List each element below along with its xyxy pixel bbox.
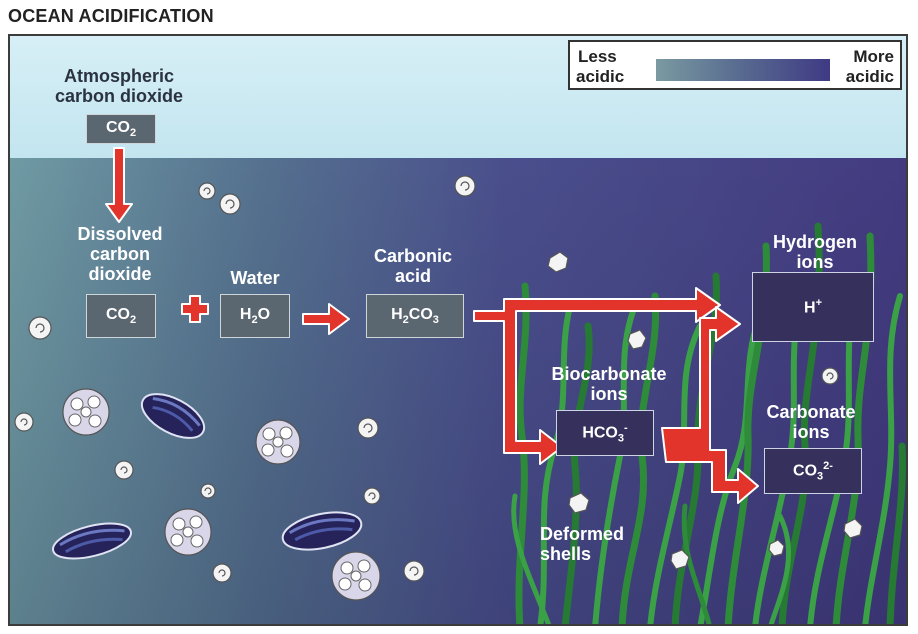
water-box: H2O [220,294,290,338]
diagram-frame: Less acidic More acidic Atmospheric carb… [8,34,908,626]
shell-icon [28,316,52,340]
deformed-shell-icon [547,251,569,273]
dissolved-label: Dissolved carbon dioxide [77,224,163,284]
acidity-legend: Less acidic More acidic [568,40,902,90]
biocarbonate-ions-box: HCO3- [556,410,654,456]
deformed-shell-icon [670,549,690,570]
shell-icon [363,487,381,505]
hydrogen-ions-box: H+ [752,272,874,342]
deformed-shell-icon [843,518,863,539]
page-title: OCEAN ACIDIFICATION [8,6,214,26]
shell-icon [200,483,216,499]
coccolithophores [62,388,381,601]
deformed-shells-label: Deformed shells [540,524,625,564]
coccolithophore-icon [164,508,212,556]
carbonic-acid-box: H2CO3 [366,294,464,338]
mussel-icon [140,393,206,439]
shell-icons [14,175,839,583]
shell-icon [821,367,839,385]
shell-icon [212,563,232,583]
shell-icon [403,560,425,582]
deformed-shell-icons [547,251,863,570]
atmospheric-co2-box: CO2 [86,114,156,144]
legend-more-label-2: acidic [845,67,894,86]
shell-icon [198,182,216,200]
legend-less-label: Less [578,47,617,66]
legend-less-label-2: acidic [576,67,625,86]
arrow-right-icon [302,303,350,335]
mussels [52,393,363,560]
ocean-region [10,158,906,624]
coccolithophore-icon [331,551,381,601]
carbonic-label: Carbonic acid [373,246,452,286]
legend-more-label: More [853,47,894,66]
shell-icon [454,175,476,197]
plus-icon [181,295,209,323]
arrow-down-icon [105,147,133,223]
reaction-arrows [105,147,759,504]
mussel-icon [281,511,363,551]
arrow-branch-icon [473,287,721,465]
atmospheric-label: Atmospheric carbon dioxide [54,66,184,106]
hydrogen-label: Hydrogen ions [772,232,857,272]
deformed-shell-icon [568,492,590,514]
deformed-shell-icon [768,539,785,557]
carbonate-ions-box: CO32- [764,448,862,494]
carbonate-label: Carbonate ions [766,402,856,442]
shell-icon [114,460,134,480]
mussel-icon [52,522,132,560]
diagram-artwork [14,147,906,624]
deformed-shell-icon [627,329,647,350]
coccolithophore-icon [255,419,301,465]
shell-icon [219,193,241,215]
coccolithophore-icon [62,388,110,436]
dissolved-co2-box: CO2 [86,294,156,338]
acidity-gradient-bar [656,59,830,81]
shell-icon [14,412,34,432]
shell-icon [357,417,379,439]
water-label: Water [230,268,280,288]
arrow-branch-icon [661,306,759,504]
biocarbonate-label: Biocarbonate ions [551,364,667,404]
